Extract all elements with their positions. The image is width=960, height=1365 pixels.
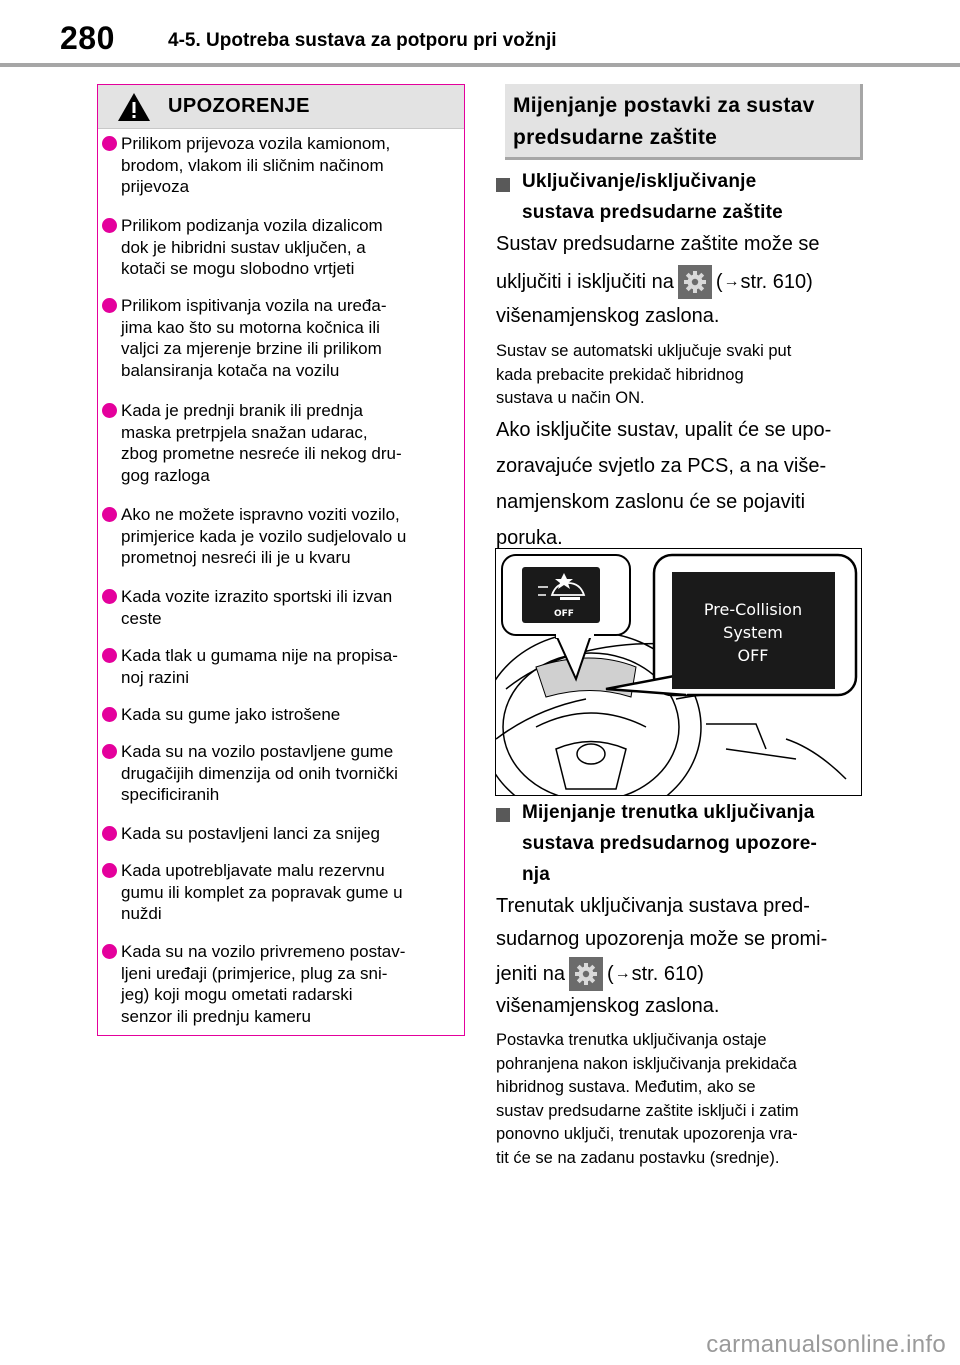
bullet-icon bbox=[102, 589, 117, 604]
bullet-icon bbox=[102, 403, 117, 418]
indicator-off-label: OFF bbox=[554, 609, 574, 619]
body-text: višenamjenskog zaslona. bbox=[496, 995, 720, 1017]
note-text: Sustav se automatski uključuje svaki put… bbox=[496, 342, 792, 407]
header-divider bbox=[0, 63, 960, 67]
page-number: 280 bbox=[60, 20, 115, 56]
body-text: Trenutak uključivanja sustava pred- bbox=[496, 895, 810, 917]
arrow-right-icon: → bbox=[614, 965, 631, 982]
warning-title: UPOZORENJE bbox=[168, 95, 310, 117]
body-text: višenamjenskog zaslona. bbox=[496, 305, 720, 327]
body-text: Sustav predsudarne zaštite može se bbox=[496, 233, 820, 255]
subsection-heading: Uključivanje/isključivanje sustava preds… bbox=[522, 171, 783, 223]
display-line: System bbox=[723, 623, 783, 642]
section-header: Mijenjanje postavki za sustav predsudarn… bbox=[505, 84, 863, 160]
warning-header: UPOZORENJE bbox=[98, 85, 464, 129]
display-line: Pre-Collision bbox=[704, 600, 802, 619]
body-text-with-icon: jeniti na (→str. 610) bbox=[496, 956, 704, 992]
chapter-title: 4-5. Upotreba sustava za potporu pri vož… bbox=[168, 30, 557, 51]
body-text: sudarnog upozorenja može se promi- bbox=[496, 928, 828, 950]
bullet-icon bbox=[102, 944, 117, 959]
bullet-icon bbox=[102, 826, 117, 841]
subsection-marker-icon bbox=[496, 808, 510, 822]
display-line: OFF bbox=[738, 646, 769, 665]
section-title: Mijenjanje postavki za sustav predsudarn… bbox=[513, 94, 815, 149]
gear-icon bbox=[677, 265, 712, 299]
body-text-with-icon: uključiti i isključiti na (→str. 610) bbox=[496, 264, 813, 300]
watermark: carmanualsonline.info bbox=[706, 1331, 946, 1358]
bullet-icon bbox=[102, 507, 117, 522]
bullet-icon bbox=[102, 707, 117, 722]
arrow-right-icon: → bbox=[723, 273, 740, 290]
subsection-marker-icon bbox=[496, 178, 510, 192]
dashboard-diagram: OFF Pre-Collision System OFF bbox=[496, 553, 858, 795]
bullet-icon bbox=[102, 744, 117, 759]
note-text: Postavka trenutka uključivanja ostaje po… bbox=[496, 1031, 799, 1167]
pcs-off-illustration: OFF Pre-Collision System OFF bbox=[495, 548, 862, 796]
gear-icon bbox=[568, 957, 603, 991]
bullet-icon bbox=[102, 863, 117, 878]
bullet-icon bbox=[102, 136, 117, 151]
multi-information-display bbox=[672, 572, 835, 689]
bullet-icon bbox=[102, 298, 117, 313]
bullet-icon bbox=[102, 648, 117, 663]
warning-box: UPOZORENJE Prilikom prijevoza vozila kam… bbox=[97, 84, 465, 1036]
bullet-icon bbox=[102, 218, 117, 233]
pcs-warning-icon bbox=[538, 573, 586, 600]
warning-triangle-icon bbox=[118, 93, 150, 121]
body-text: Ako isključite sustav, upalit će se upo-… bbox=[496, 419, 832, 549]
subsection-heading: Mijenjanje trenutka uključivanja sustava… bbox=[522, 802, 818, 885]
